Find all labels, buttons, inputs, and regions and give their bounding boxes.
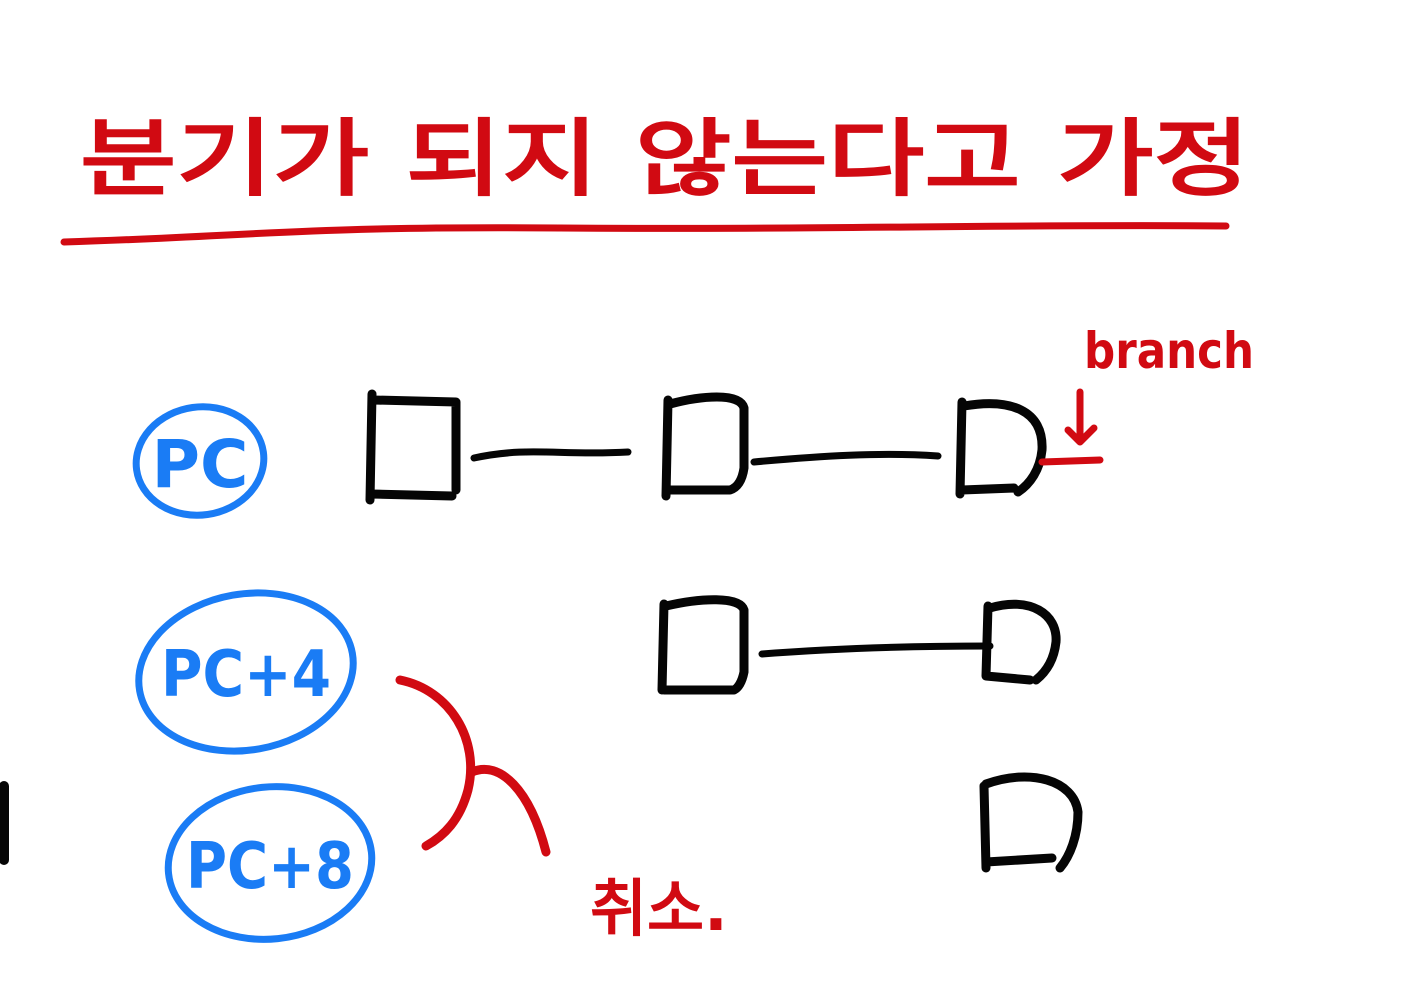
cancel-label: 취소.: [590, 872, 728, 945]
branch-annotation: branch: [1038, 322, 1254, 466]
pipeline-row-pc: [365, 389, 1047, 505]
stage-label-pc: PC: [132, 403, 268, 519]
branch-marker: [1038, 456, 1104, 466]
pipeline-connector: [470, 448, 632, 462]
cancel-annotation: 취소.: [395, 675, 728, 945]
title: 분기가 되지 않는다고 가정: [80, 110, 1250, 208]
pipeline-stage-box: [955, 397, 1047, 499]
title-group: 분기가 되지 않는다고 가정: [60, 110, 1250, 246]
pipeline-row-pc-plus-4: [657, 595, 1061, 695]
title-underline: [60, 222, 1230, 246]
stage-label-pc-plus-8: PC+8: [164, 783, 376, 943]
pipeline-stage-box: [979, 772, 1083, 873]
stage-label-pc-plus-4: PC+4: [135, 589, 357, 755]
stage-label: PC+4: [161, 638, 331, 712]
pipeline-connector: [750, 450, 942, 466]
pipeline-stage-box: [365, 389, 461, 505]
stage-circle: [132, 403, 268, 519]
stage-label: PC: [152, 426, 249, 503]
pipeline-stage-box: [981, 599, 1061, 685]
pipeline-stage-box: [657, 595, 749, 695]
branch-label: branch: [1084, 322, 1254, 380]
pipeline-stage-box: [661, 392, 749, 501]
cancel-arrow: [467, 764, 551, 857]
stage-circle: [135, 589, 357, 755]
branch-arrow: [1064, 388, 1098, 446]
cancel-bracket: [395, 675, 476, 851]
stage-label: PC+8: [186, 830, 354, 904]
pipeline-connector: [758, 642, 994, 658]
pipeline-row-pc-plus-8: [979, 772, 1083, 873]
stage-circle: [164, 783, 376, 943]
